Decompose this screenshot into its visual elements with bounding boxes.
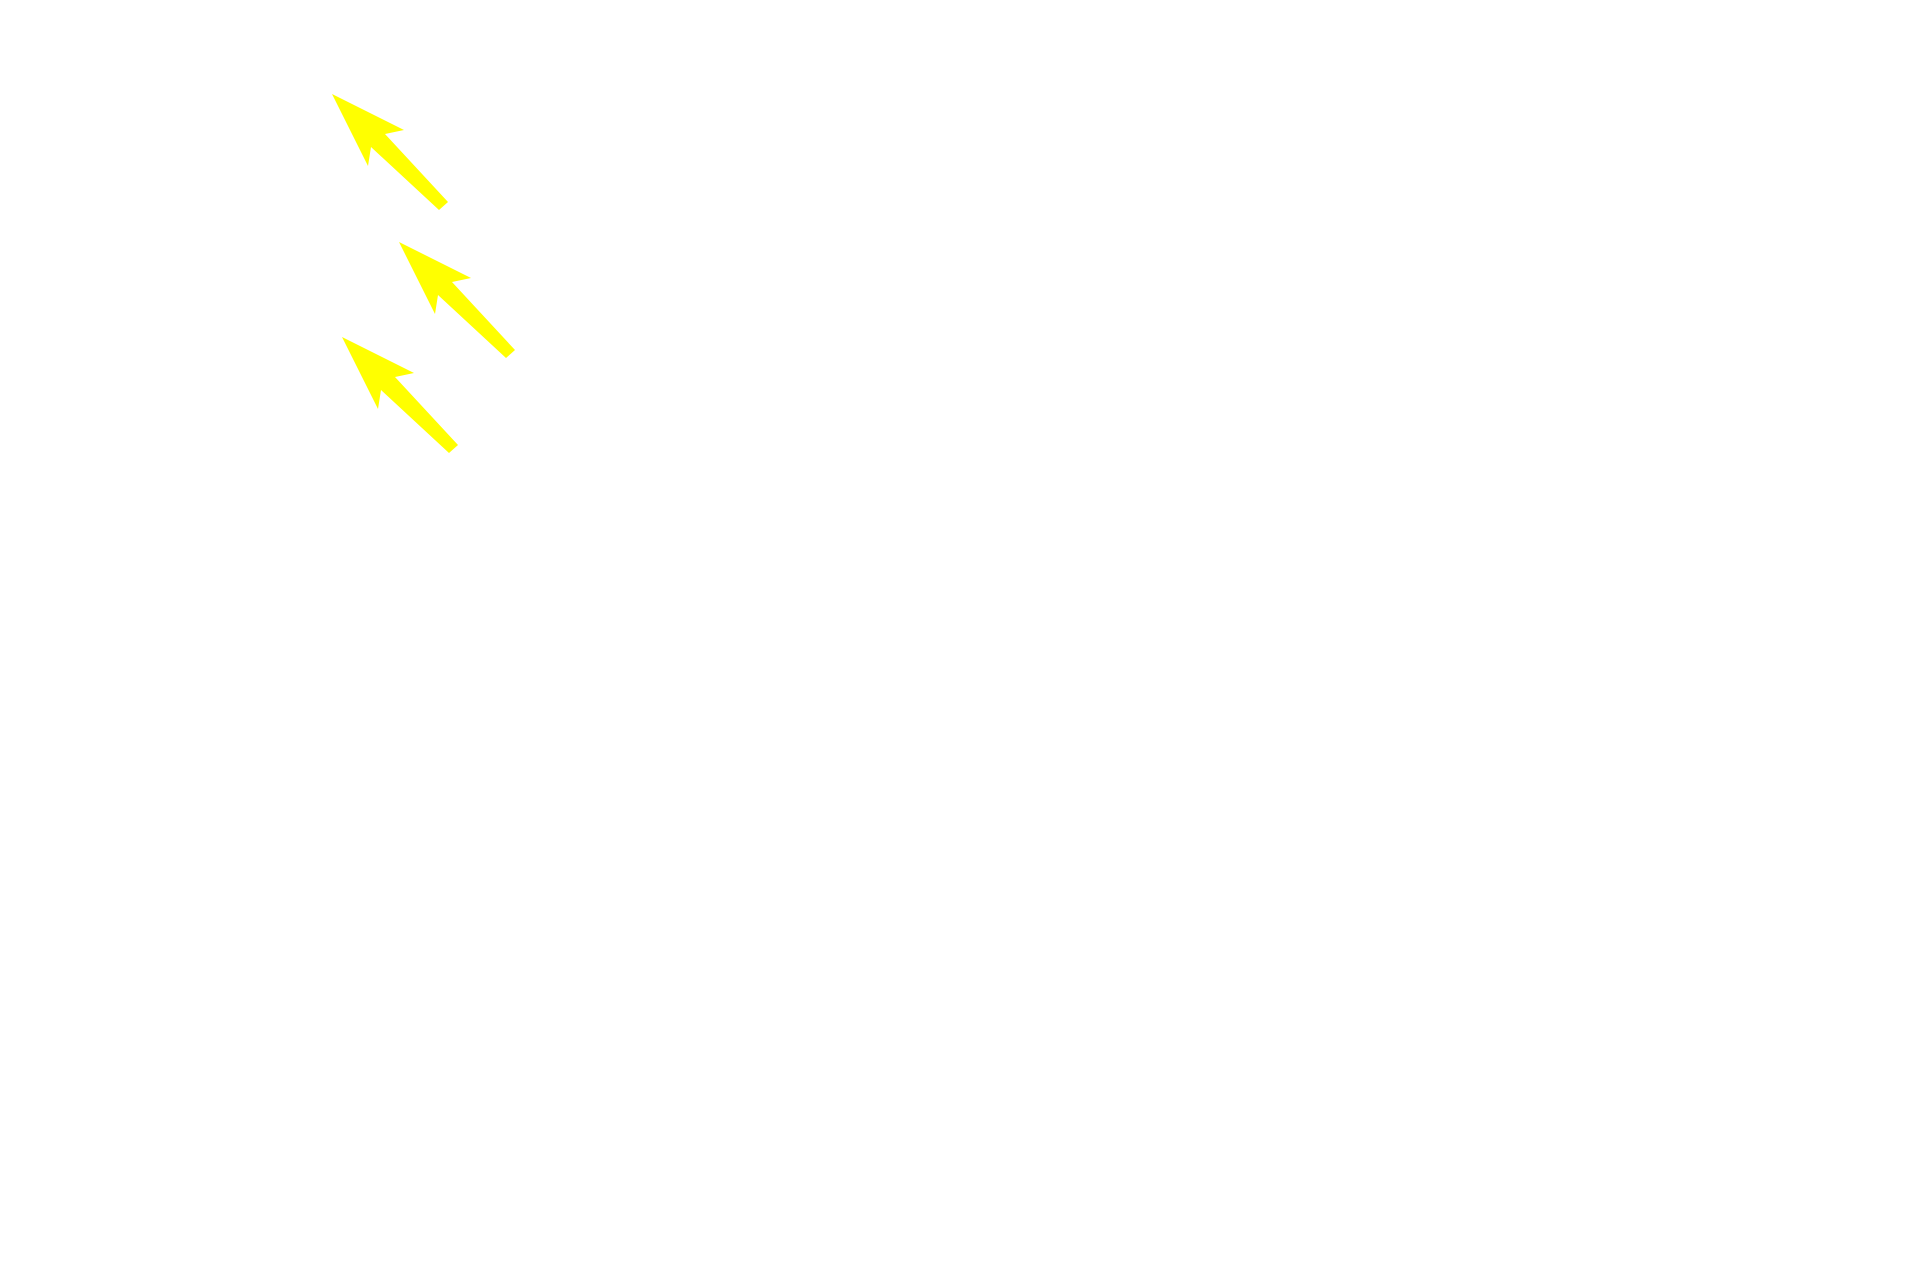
arrow-up-left-icon [399,242,515,358]
arrow-up-left-icon [332,94,448,210]
arrow-up-left-icon [342,337,458,453]
